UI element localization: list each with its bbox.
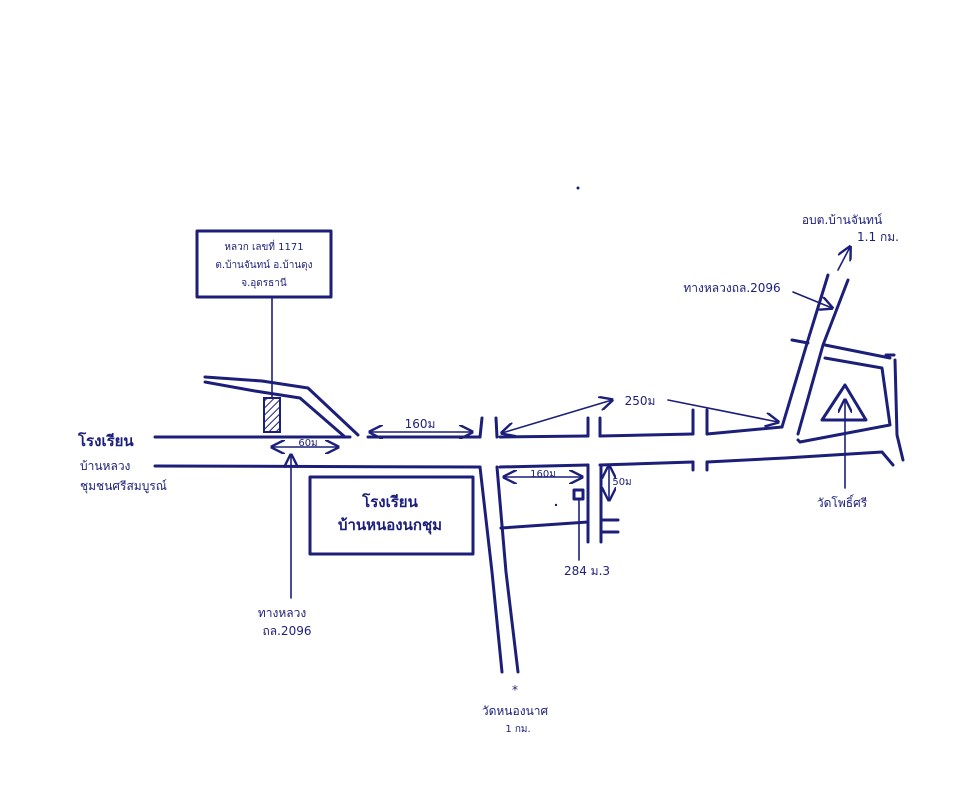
northwest-diagonal-road xyxy=(203,375,360,439)
star-icon: * xyxy=(512,683,518,697)
sign-line-3: จ.อุดรธานี xyxy=(241,277,287,289)
left-dest-line-1: โรงเรียน xyxy=(77,431,134,450)
temple-right-label: วัดโพธิ์ศรี xyxy=(817,494,868,510)
temple-bottom-line-2: 1 กม. xyxy=(505,724,530,735)
sign-line-1: หลวก เลขที่ 1171 xyxy=(224,239,303,253)
ink-dot xyxy=(576,186,580,190)
distance-160m-block: 160ม xyxy=(530,469,556,480)
distance-60m: 60ม xyxy=(298,438,317,449)
cross-streets xyxy=(499,408,709,544)
school-building: โรงเรียน บ้านหนองนกชุม xyxy=(308,475,475,556)
distance-160m-top: 160ม xyxy=(405,417,436,431)
location-sign-board: หลวก เลขที่ 1171 ต.บ้านจันทน์ อ.บ้านดุง … xyxy=(195,229,333,433)
school-label-1: โรงเรียน xyxy=(361,492,418,511)
house-block: 284 ม.3 xyxy=(564,488,610,578)
school-label-2: บ้านหนองนกชุม xyxy=(338,516,442,535)
distance-250m: 250ม xyxy=(625,394,656,408)
northeast-roads xyxy=(780,273,905,467)
top-right-line-2: 1.1 กม. xyxy=(857,230,899,244)
temple-bottom-label: * วัดหนองนาศ 1 กม. xyxy=(482,683,549,735)
highway-label-right: ทางหลวงถล.2096 xyxy=(683,281,832,308)
distance-50m: 50ม xyxy=(612,477,631,488)
house-marker-icon xyxy=(572,488,585,501)
highway-right-label: ทางหลวงถล.2096 xyxy=(683,281,780,295)
highway-left-line-1: ทางหลวง xyxy=(258,606,306,620)
temple-bottom-line-1: วัดหนองนาศ xyxy=(482,704,549,718)
left-dest-line-2: บ้านหลวง xyxy=(80,459,130,473)
house-number-label: 284 ม.3 xyxy=(564,564,610,578)
top-right-destination: อบต.บ้านจันทน์ 1.1 กม. xyxy=(802,213,899,271)
sign-line-2: ต.บ้านจันทน์ อ.บ้านดุง xyxy=(215,259,312,271)
distance-markers: 60ม 160ม 250ม 160ม 50ม xyxy=(272,394,778,500)
main-road xyxy=(153,425,787,469)
central-north-south-road xyxy=(478,416,520,674)
highway-label-left: ทางหลวง ถล.2096 xyxy=(258,455,312,638)
left-destination-label: โรงเรียน บ้านหลวง ชุมชนศรีสมบูรณ์ xyxy=(77,431,167,494)
top-right-line-1: อบต.บ้านจันทน์ xyxy=(802,213,882,227)
left-dest-line-3: ชุมชนศรีสมบูรณ์ xyxy=(80,479,167,494)
highway-left-line-2: ถล.2096 xyxy=(263,624,312,638)
hatched-building xyxy=(263,397,281,433)
temple-triangle-icon xyxy=(820,383,868,422)
ink-dot xyxy=(554,503,558,507)
